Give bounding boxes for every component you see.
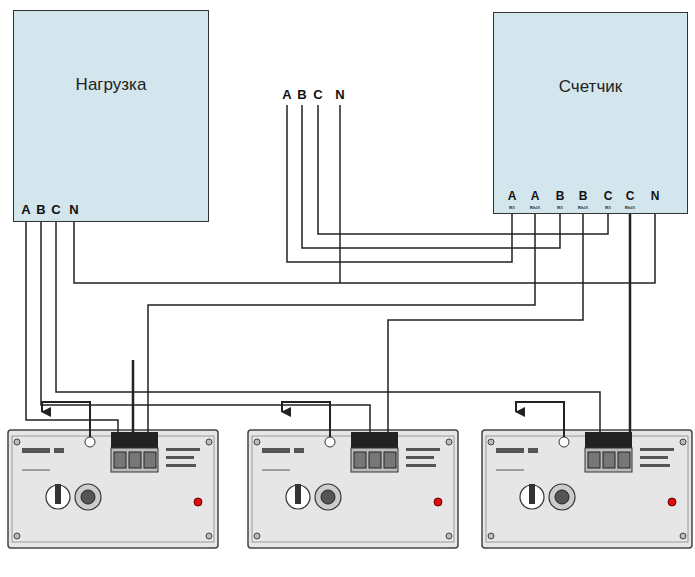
terminal-suffix: вх (509, 204, 515, 210)
terminal-name: B (556, 190, 565, 202)
terminal-suffix: вх (557, 204, 563, 210)
terminal-name: B (579, 190, 588, 202)
terminal-suffix: вых (578, 204, 589, 210)
terminal-suffix: вых (530, 204, 541, 210)
terminal-name: C (313, 88, 322, 101)
device-box: Счетчик (493, 12, 688, 214)
terminal-name: C (51, 203, 60, 216)
terminal-name: C (626, 190, 635, 202)
terminal-name: B (36, 203, 45, 216)
box-title: Нагрузка (14, 75, 208, 95)
box-title: Счетчик (494, 77, 687, 97)
terminal-name: A (21, 203, 30, 216)
terminal-suffix: вх (605, 204, 611, 210)
terminal-name: N (651, 190, 660, 202)
terminal-name: B (297, 88, 306, 101)
terminal-name: N (335, 88, 344, 101)
device-box: Нагрузка (13, 10, 209, 222)
terminal-name: A (282, 88, 291, 101)
terminal-name: A (531, 190, 540, 202)
terminal-name: C (604, 190, 613, 202)
terminal-name: A (508, 190, 517, 202)
neutral-wire (74, 214, 655, 283)
terminal-suffix: вых (625, 204, 636, 210)
terminal-name: N (69, 203, 78, 216)
